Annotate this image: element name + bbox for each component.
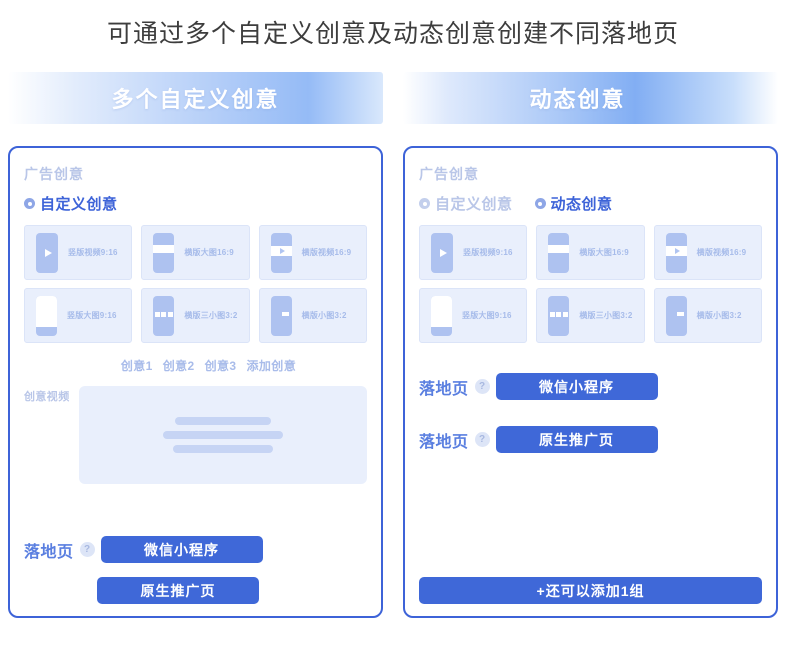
wechat-miniprogram-button[interactable]: 微信小程序 xyxy=(495,373,658,400)
banner-label: 动态创意 xyxy=(529,87,626,112)
spacer xyxy=(419,453,762,577)
landing-page-row-secondary: 原生推广页 xyxy=(24,577,367,604)
format-tile-label: 横版视频16:9 xyxy=(696,248,747,257)
format-tile-label: 横版小图3:2 xyxy=(696,311,742,320)
creative-video-placeholder xyxy=(78,386,367,484)
format-tile-label: 横版三小图3:2 xyxy=(579,311,633,320)
vertical-video-icon xyxy=(431,232,453,273)
creative-format-grid-right: 竖版视频9:16 横版大图16:9 横版视频16:9 竖版大图9:16 横版三小… xyxy=(419,225,762,343)
creative-format-grid-left: 竖版视频9:16 横版大图16:9 横版视频16:9 竖版大图9:16 横版三小… xyxy=(24,225,367,343)
landing-page-row-2: 落地页 ? 原生推广页 xyxy=(419,426,762,453)
radio-unselected-icon xyxy=(419,198,430,209)
vertical-video-icon xyxy=(36,232,58,273)
card-heading: 广告创意 xyxy=(419,166,479,182)
small-image-icon xyxy=(665,295,687,336)
format-tile-label: 横版三小图3:2 xyxy=(184,311,238,320)
small-image-icon xyxy=(270,295,292,336)
page-title: 可通过多个自定义创意及动态创意创建不同落地页 xyxy=(106,20,679,48)
spacer xyxy=(24,484,367,536)
format-tile-horizontal-big-image[interactable]: 横版大图16:9 xyxy=(536,225,645,280)
format-tile-label: 竖版大图9:16 xyxy=(67,311,117,320)
cards-row: 广告创意 自定义创意 竖版视频9:16 横版大图16:9 横版视频16:9 xyxy=(0,146,786,618)
vertical-big-image-icon xyxy=(431,295,452,336)
creative-type-radio-group: 自定义创意 xyxy=(24,193,367,214)
add-group-button[interactable]: +还可以添加1组 xyxy=(419,577,762,604)
placeholder-bar xyxy=(174,417,271,425)
spacer xyxy=(419,343,762,373)
vertical-big-image-icon xyxy=(36,295,57,336)
add-creative-tab[interactable]: 添加创意 xyxy=(246,359,297,373)
format-tile-label: 横版小图3:2 xyxy=(301,311,347,320)
radio-label: 自定义创意 xyxy=(40,196,118,213)
landing-page-label: 落地页 xyxy=(24,543,74,561)
spacer xyxy=(419,400,762,426)
format-tile-label: 横版大图16:9 xyxy=(184,248,234,257)
banner-custom-creative: 多个自定义创意 xyxy=(8,72,383,124)
creative-type-radio-group: 自定义创意 动态创意 xyxy=(419,193,762,214)
creative-video-row: 创意视频 xyxy=(24,386,367,484)
radio-selected-icon xyxy=(534,198,546,209)
placeholder-bar xyxy=(172,445,273,453)
format-tile-label: 横版视频16:9 xyxy=(301,248,352,257)
wechat-miniprogram-button[interactable]: 微信小程序 xyxy=(100,536,263,563)
spacer xyxy=(24,563,367,577)
custom-creative-card: 广告创意 自定义创意 竖版视频9:16 横版大图16:9 横版视频16:9 xyxy=(8,146,383,618)
format-tile-three-small-images[interactable]: 横版三小图3:2 xyxy=(141,288,250,343)
help-icon[interactable]: ? xyxy=(79,542,95,557)
three-small-images-icon xyxy=(153,295,175,336)
format-tile-label: 竖版视频9:16 xyxy=(68,248,118,257)
format-tile-vertical-video[interactable]: 竖版视频9:16 xyxy=(24,225,133,280)
format-tile-vertical-big-image[interactable]: 竖版大图9:16 xyxy=(419,288,528,343)
banner-row: 多个自定义创意 动态创意 xyxy=(0,72,786,124)
creative-tab-1[interactable]: 创意1 xyxy=(120,359,153,373)
placeholder-bar xyxy=(162,431,283,439)
landing-page-row: 落地页 ? 微信小程序 xyxy=(24,536,367,563)
horizontal-video-icon xyxy=(270,232,292,273)
format-tile-horizontal-big-image[interactable]: 横版大图16:9 xyxy=(141,225,250,280)
format-tile-vertical-big-image[interactable]: 竖版大图9:16 xyxy=(24,288,133,343)
creative-tab-3[interactable]: 创意3 xyxy=(204,359,237,373)
format-tile-three-small-images[interactable]: 横版三小图3:2 xyxy=(536,288,645,343)
three-small-images-icon xyxy=(548,295,570,336)
radio-selected-icon xyxy=(24,198,35,209)
creative-tab-list: 创意1 创意2 创意3 添加创意 xyxy=(24,357,367,374)
creative-tab-2[interactable]: 创意2 xyxy=(162,359,195,373)
banner-dynamic-creative: 动态创意 xyxy=(403,72,778,124)
native-promo-page-button[interactable]: 原生推广页 xyxy=(97,577,259,604)
dynamic-creative-card: 广告创意 自定义创意 动态创意 竖版视频9:16 横版大图16:9 横 xyxy=(403,146,778,618)
format-tile-small-image[interactable]: 横版小图3:2 xyxy=(258,288,367,343)
format-tile-horizontal-video[interactable]: 横版视频16:9 xyxy=(653,225,762,280)
landing-page-row-1: 落地页 ? 微信小程序 xyxy=(419,373,762,400)
horizontal-big-image-icon xyxy=(548,232,570,273)
format-tile-label: 横版大图16:9 xyxy=(579,248,629,257)
landing-page-label: 落地页 xyxy=(419,380,469,398)
creative-video-label: 创意视频 xyxy=(24,391,70,403)
horizontal-big-image-icon xyxy=(153,232,175,273)
banner-label: 多个自定义创意 xyxy=(111,87,280,112)
native-promo-page-button[interactable]: 原生推广页 xyxy=(495,426,658,453)
landing-page-block-left: 落地页 ? 微信小程序 原生推广页 xyxy=(24,536,367,604)
horizontal-video-icon xyxy=(665,232,687,273)
landing-page-label: 落地页 xyxy=(419,433,469,451)
format-tile-label: 竖版大图9:16 xyxy=(462,311,512,320)
format-tile-small-image[interactable]: 横版小图3:2 xyxy=(653,288,762,343)
format-tile-vertical-video[interactable]: 竖版视频9:16 xyxy=(419,225,528,280)
radio-label: 动态创意 xyxy=(550,196,613,213)
card-heading: 广告创意 xyxy=(24,166,84,182)
radio-label: 自定义创意 xyxy=(435,196,513,213)
format-tile-label: 竖版视频9:16 xyxy=(463,248,513,257)
help-icon[interactable]: ? xyxy=(474,432,490,447)
radio-option-custom-creative[interactable]: 自定义创意 xyxy=(419,193,513,214)
help-icon[interactable]: ? xyxy=(474,379,490,394)
radio-option-dynamic-creative[interactable]: 动态创意 xyxy=(534,193,613,214)
radio-option-custom-creative[interactable]: 自定义创意 xyxy=(24,193,118,214)
format-tile-horizontal-video[interactable]: 横版视频16:9 xyxy=(258,225,367,280)
